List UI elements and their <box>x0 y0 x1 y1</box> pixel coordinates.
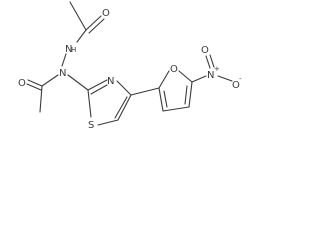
atom-h-upper: H <box>71 46 76 54</box>
bond-c4-c5-a <box>117 94 132 121</box>
charge-plus-nitro: + <box>214 65 220 73</box>
bond-carbonyl-oxygen-lower-b <box>26 83 42 91</box>
charge-minus-nitro: - <box>239 75 242 83</box>
bond-nh-n <box>61 53 67 67</box>
atom-labels: O N H N O N S O N + O O - <box>18 8 242 131</box>
bond-carbonyl-oxygen-lower-a <box>27 79 43 87</box>
bond-furan-o-c5 <box>178 70 193 83</box>
bond-carbonyl-nh <box>76 29 87 43</box>
chemical-structure-diagram: O N H N O N S O N + O O - <box>18 1 242 131</box>
atom-o-furan: O <box>170 64 178 75</box>
bond-n-carbonyl-lower <box>41 74 59 87</box>
bond-furan-c5-c4-a <box>188 81 193 108</box>
bond-nitro-o-right <box>217 75 233 82</box>
atom-n-nitro: N <box>207 70 214 81</box>
bond-n-thiazole-c2 <box>67 74 89 91</box>
bond-thiazole-furan <box>130 87 160 96</box>
bond-carbonyl-oxygen-upper-b <box>88 18 105 34</box>
bond-methyl-carbonyl-upper <box>69 1 87 31</box>
bond-carbonyl-methyl-lower <box>39 85 43 113</box>
bond-c5-s1 <box>97 119 119 126</box>
bond-furan-c4-c3 <box>162 106 190 112</box>
bonds <box>26 1 233 126</box>
bond-nitro-o-top-b <box>209 54 215 68</box>
atom-n-hydrazide: N <box>59 68 66 79</box>
atom-n-upper: N <box>65 44 72 55</box>
bond-c4-c5-b <box>114 96 128 119</box>
bond-furan-c3-c2-a <box>158 87 164 112</box>
atom-o-lower: O <box>18 78 26 89</box>
atom-n-thiazole: N <box>107 76 114 87</box>
bond-c2-n3-b <box>90 84 108 95</box>
bond-furan-c2-o <box>158 70 170 89</box>
atom-o-top: O <box>102 8 110 19</box>
bond-nitro-o-top-a <box>205 55 211 69</box>
bond-carbonyl-oxygen-upper-a <box>85 15 102 31</box>
bond-furan-c3-c2-b <box>163 90 168 108</box>
bond-s1-c2 <box>87 89 92 118</box>
bond-n3-c4 <box>116 80 132 96</box>
bond-furan-c5-c4-b <box>184 85 188 105</box>
bond-furan-nitro <box>191 75 207 83</box>
atom-o-nitro-top: O <box>201 45 209 56</box>
bond-c2-n3-a <box>87 79 108 91</box>
atom-s-thiazole: S <box>88 120 94 131</box>
atom-o-nitro-right: O <box>232 80 240 91</box>
